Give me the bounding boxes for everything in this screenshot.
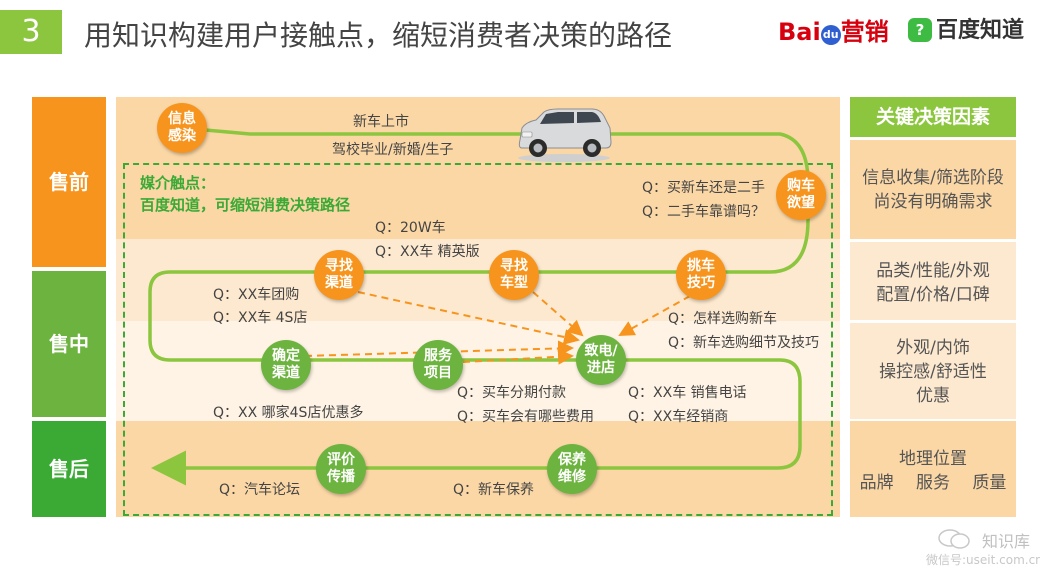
factors-post-bg [850,421,1016,517]
node-purchase-desire: 购车欲望 [776,170,826,220]
dashed-arrow [618,295,691,336]
wechat-icon [938,529,970,549]
node-confirm-line: 渠道 [272,365,300,381]
label-q-sales-phone: Q：XX车 销售电话 [628,385,747,401]
factor-mid2-line: 操控感/舒适性 [879,362,987,382]
node-confirm-channel: 确定渠道 [261,340,311,390]
factor-pre: 信息收集/筛选阶段 尚没有明确需求 [850,166,1016,214]
node-desire-line: 购车 [787,178,815,194]
suv-car-icon [518,108,612,162]
node-info-line: 信息 [168,111,196,127]
factors-mid2-bg [850,323,1016,419]
node-call-visit: 致电/进店 [576,335,626,385]
label-q-discount: Q：XX 哪家4S店优惠多 [213,405,364,421]
node-find-channel: 寻找渠道 [314,250,364,300]
label-q-used-reliable: Q：二手车靠谱吗？ [642,204,766,220]
factor-mid1-line: 配置/价格/口碑 [876,285,990,305]
node-channel-line: 渠道 [325,275,353,291]
slide-title: 用知识构建用户接触点，缩短消费者决策的路径 [84,19,673,52]
label-q-dealer: Q：XX车经销商 [628,409,729,425]
stage-mid-sale: 售中 [32,271,106,417]
node-pick-line: 挑车 [687,258,715,274]
media-touchpoint-box [123,163,833,516]
node-call-line: 进店 [587,360,615,376]
label-q-group-buy: Q：XX车团购 [213,287,300,303]
watermark-name: 知识库 [982,532,1031,551]
media-title: 媒介触点： [140,174,216,192]
dashed-arrow [357,291,580,345]
label-q-details: Q：新车选购细节及技巧 [668,335,820,351]
factor-mid-2: 外观/内饰 操控感/舒适性 优惠 [850,336,1016,408]
node-info-infection: 信息感染 [157,103,207,153]
dashed-arrow [462,348,574,365]
slide-number: 3 [0,10,62,54]
label-q-4s: Q：XX车 4S店 [213,310,308,326]
node-model-line: 车型 [500,275,528,291]
baidu-zhidao-logo: ?百度知道 [908,12,1024,44]
logo-baidu-suffix: 营销 [840,18,889,46]
node-info-line: 感染 [168,128,196,144]
factor-mid2-line: 优惠 [916,386,950,406]
zhidao-question-icon: ? [908,18,932,42]
watermark-account: 微信号:useit.com.cn [926,553,1040,567]
factors-pre-bg [850,140,1016,239]
label-q-forum: Q：汽车论坛 [219,482,301,498]
media-subtitle: 百度知道，可缩短消费决策路径 [140,196,351,214]
node-review-spread: 评价传播 [316,444,366,494]
node-maintenance: 保养维修 [547,444,597,494]
logo-zhidao-text: 百度知道 [936,18,1025,43]
factors-header: 关键决策因素 [850,97,1016,137]
label-q-maintenance: Q：新车保养 [453,482,535,498]
label-new-car: 新车上市 [353,114,409,130]
label-q-how-choose: Q：怎样选购新车 [668,311,778,327]
band-mid-2 [116,321,840,421]
factor-post-line: 地理位置 [899,449,967,469]
node-find-model: 寻找车型 [489,250,539,300]
factor-mid-1: 品类/性能/外观 配置/价格/口碑 [850,259,1016,307]
node-model-line: 寻找 [500,258,528,274]
factor-pre-line: 尚没有明确需求 [873,192,993,212]
logo-baidu-text: Bai [778,18,821,46]
node-review-line: 传播 [327,469,355,485]
label-life-events: 驾校毕业/新婚/生子 [332,142,454,158]
node-pick-line: 技巧 [687,275,715,291]
dashed-arrow [532,291,584,337]
stage-pre-sale: 售前 [32,97,106,267]
stage-post-sale: 售后 [32,421,106,517]
factors-mid1-bg [850,242,1016,320]
node-review-line: 评价 [327,452,355,468]
node-confirm-line: 确定 [272,348,300,364]
factor-post-line: 品牌 服务 质量 [859,473,1007,493]
node-service-line: 服务 [424,348,452,364]
factor-mid1-line: 品类/性能/外观 [876,261,990,281]
node-service-line: 项目 [424,365,452,381]
node-service-items: 服务项目 [413,340,463,390]
node-call-line: 致电/ [584,343,618,359]
label-q-new-or-used: Q：买新车还是二手 [642,180,766,196]
label-q-xx-elite: Q：XX车 精英版 [375,244,480,260]
label-q-20w: Q：20W车 [375,220,446,236]
band-pre [116,97,840,239]
node-maint-line: 维修 [558,469,586,485]
node-pick-skills: 挑车技巧 [676,250,726,300]
factor-mid2-line: 外观/内饰 [896,338,970,358]
node-desire-line: 欲望 [787,195,815,211]
label-q-fees: Q：买车会有哪些费用 [457,409,595,425]
factor-post: 地理位置 品牌 服务 质量 [850,447,1016,495]
factor-pre-line: 信息收集/筛选阶段 [862,168,1004,188]
label-q-installment: Q：买车分期付款 [457,385,567,401]
node-maint-line: 保养 [558,452,586,468]
node-channel-line: 寻找 [325,258,353,274]
baidu-paw-icon: du [820,25,841,45]
